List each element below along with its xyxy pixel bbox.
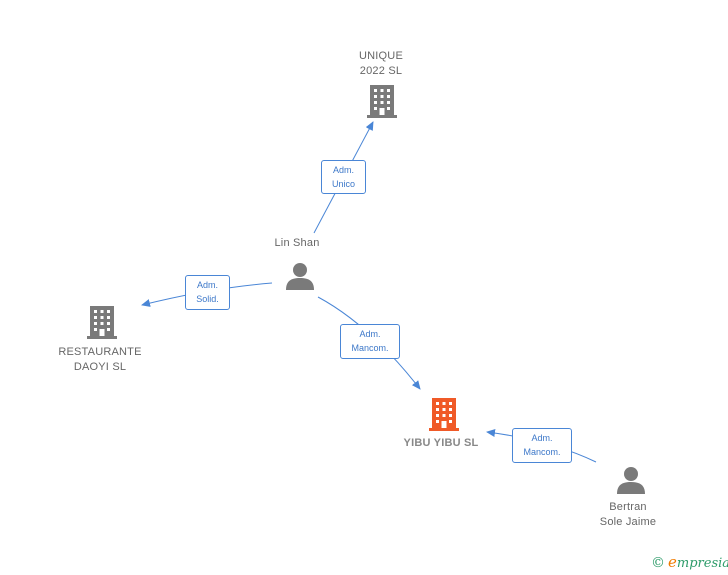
role-box-adm-unico[interactable]: Adm. Unico [321,160,366,194]
person-icon[interactable] [616,465,646,495]
building-icon[interactable] [86,304,118,340]
brand-name: mpresia [676,556,728,571]
node-label-yibu: YIBU YIBU SL [403,437,479,449]
building-icon[interactable] [366,83,398,119]
node-label-bertran: Bertran Sole Jaime [599,501,657,528]
role-box-adm-mancom-lin[interactable]: Adm. Mancom. [340,324,400,359]
role-box-adm-solid[interactable]: Adm. Solid. [185,275,230,310]
node-label-unique: UNIQUE 2022 SL [359,50,403,77]
node-label-restaurante: RESTAURANTE DAOYI SL [58,346,142,373]
role-box-adm-mancom-bertran[interactable]: Adm. Mancom. [512,428,572,463]
person-icon[interactable] [285,261,315,291]
node-label-lin-shan: Lin Shan [274,237,320,249]
copyright-symbol: © [651,555,665,571]
building-icon[interactable] [428,396,460,432]
empresia-logo: ©empresia [651,553,728,571]
brand-initial: e [668,553,677,571]
